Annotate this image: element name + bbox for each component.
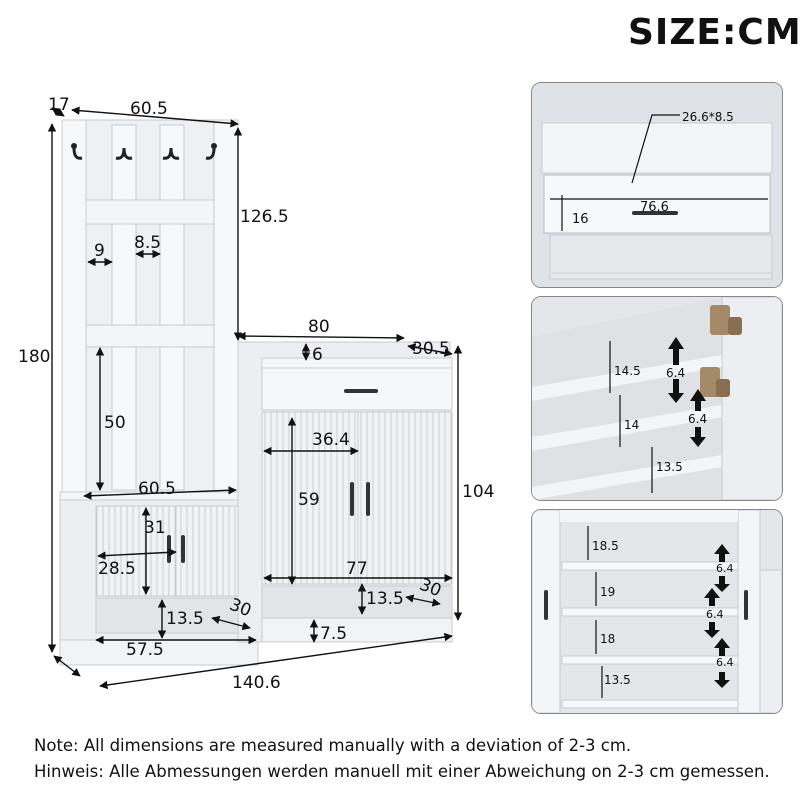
dim-height-upper: 126.5 — [240, 207, 289, 227]
detail-int-adjust1: 6.4 — [716, 562, 734, 575]
coat-hook-icon — [71, 143, 83, 160]
hall-tree — [61, 119, 239, 501]
detail-drawer-width: 76.6 — [640, 200, 669, 215]
dim-left-bottom-width: 57.5 — [126, 640, 164, 660]
detail-int-shelf1: 18.5 — [592, 539, 619, 553]
dim-cabinet-width: 80 — [308, 317, 330, 337]
coat-hook-icon — [205, 143, 217, 160]
detail-panel-shelves-hinge: 14.5 6.4 14 6.4 13.5 — [531, 296, 783, 501]
dim-right-shelf-height: 13.5 — [366, 589, 404, 609]
hinge-icon — [700, 367, 730, 397]
dimension-lines — [47, 106, 463, 690]
detail-shelf1: 14.5 — [614, 364, 641, 378]
dim-inner-width: 77 — [346, 559, 368, 579]
dim-hook-gap-height: 50 — [104, 413, 126, 433]
adjust-arrow-icon — [714, 638, 730, 688]
note-german: Hinweis: Alle Abmessungen werden manuell… — [34, 762, 770, 781]
adjust-arrow-icon — [704, 588, 720, 638]
detail-panel-interior: 18.5 6.4 19 6.4 18 6.4 13.5 — [531, 509, 783, 714]
dim-base-height: 7.5 — [320, 624, 347, 644]
detail-shelf2: 14 — [624, 418, 639, 432]
dim-left-door-height: 31 — [144, 518, 166, 538]
detail-drawer-inner: 26.6*8.5 — [682, 110, 734, 124]
dim-total-height: 180 — [18, 347, 50, 367]
detail-int-adjust2: 6.4 — [706, 608, 724, 621]
detail-int-adjust3: 6.4 — [716, 656, 734, 669]
dim-left-shelf-height: 13.5 — [166, 609, 204, 629]
detail-int-shelf2: 19 — [600, 585, 615, 599]
dim-door-width: 36.4 — [312, 430, 350, 450]
dim-bench-width: 60.5 — [138, 479, 176, 499]
detail-panel-drawer: 26.6*8.5 76.6 16 — [531, 82, 783, 288]
shoe-cabinet — [237, 341, 453, 643]
dim-top-rail: 6 — [312, 345, 323, 365]
adjust-arrow-icon — [690, 389, 706, 447]
dim-left-door-width: 28.5 — [98, 559, 136, 579]
adjust-arrow-icon — [668, 337, 684, 403]
detail-adjust2: 6.4 — [688, 412, 707, 426]
dim-depth-hall-tree: 17 — [48, 95, 70, 115]
hinge-icon — [710, 305, 742, 335]
detail-int-shelf4: 13.5 — [604, 673, 631, 687]
adjust-arrow-icon — [714, 544, 730, 592]
detail-shelf3: 13.5 — [656, 460, 683, 474]
furniture-dimension-drawing: 17 60.5 126.5 180 9 8.5 50 60.5 80 6 30.… — [18, 95, 494, 693]
dim-cabinet-height: 104 — [462, 482, 494, 502]
dim-cabinet-depth: 30.5 — [412, 339, 450, 359]
coat-hook-icon — [115, 147, 133, 160]
coat-hook-icon — [162, 147, 180, 160]
dim-total-width: 140.6 — [232, 673, 281, 693]
dim-slat-gap: 9 — [94, 241, 105, 261]
dimension-labels: 17 60.5 126.5 180 9 8.5 50 60.5 80 6 30.… — [18, 95, 494, 693]
detail-int-shelf3: 18 — [600, 632, 615, 646]
dim-door-height: 59 — [298, 490, 320, 510]
dim-slat-width: 8.5 — [134, 233, 161, 253]
page-title: SIZE:CM — [628, 12, 800, 53]
detail-drawer-height: 16 — [572, 212, 589, 227]
detail-adjust1: 6.4 — [666, 366, 685, 380]
note-english: Note: All dimensions are measured manual… — [34, 736, 632, 755]
dim-width-top: 60.5 — [130, 99, 168, 119]
